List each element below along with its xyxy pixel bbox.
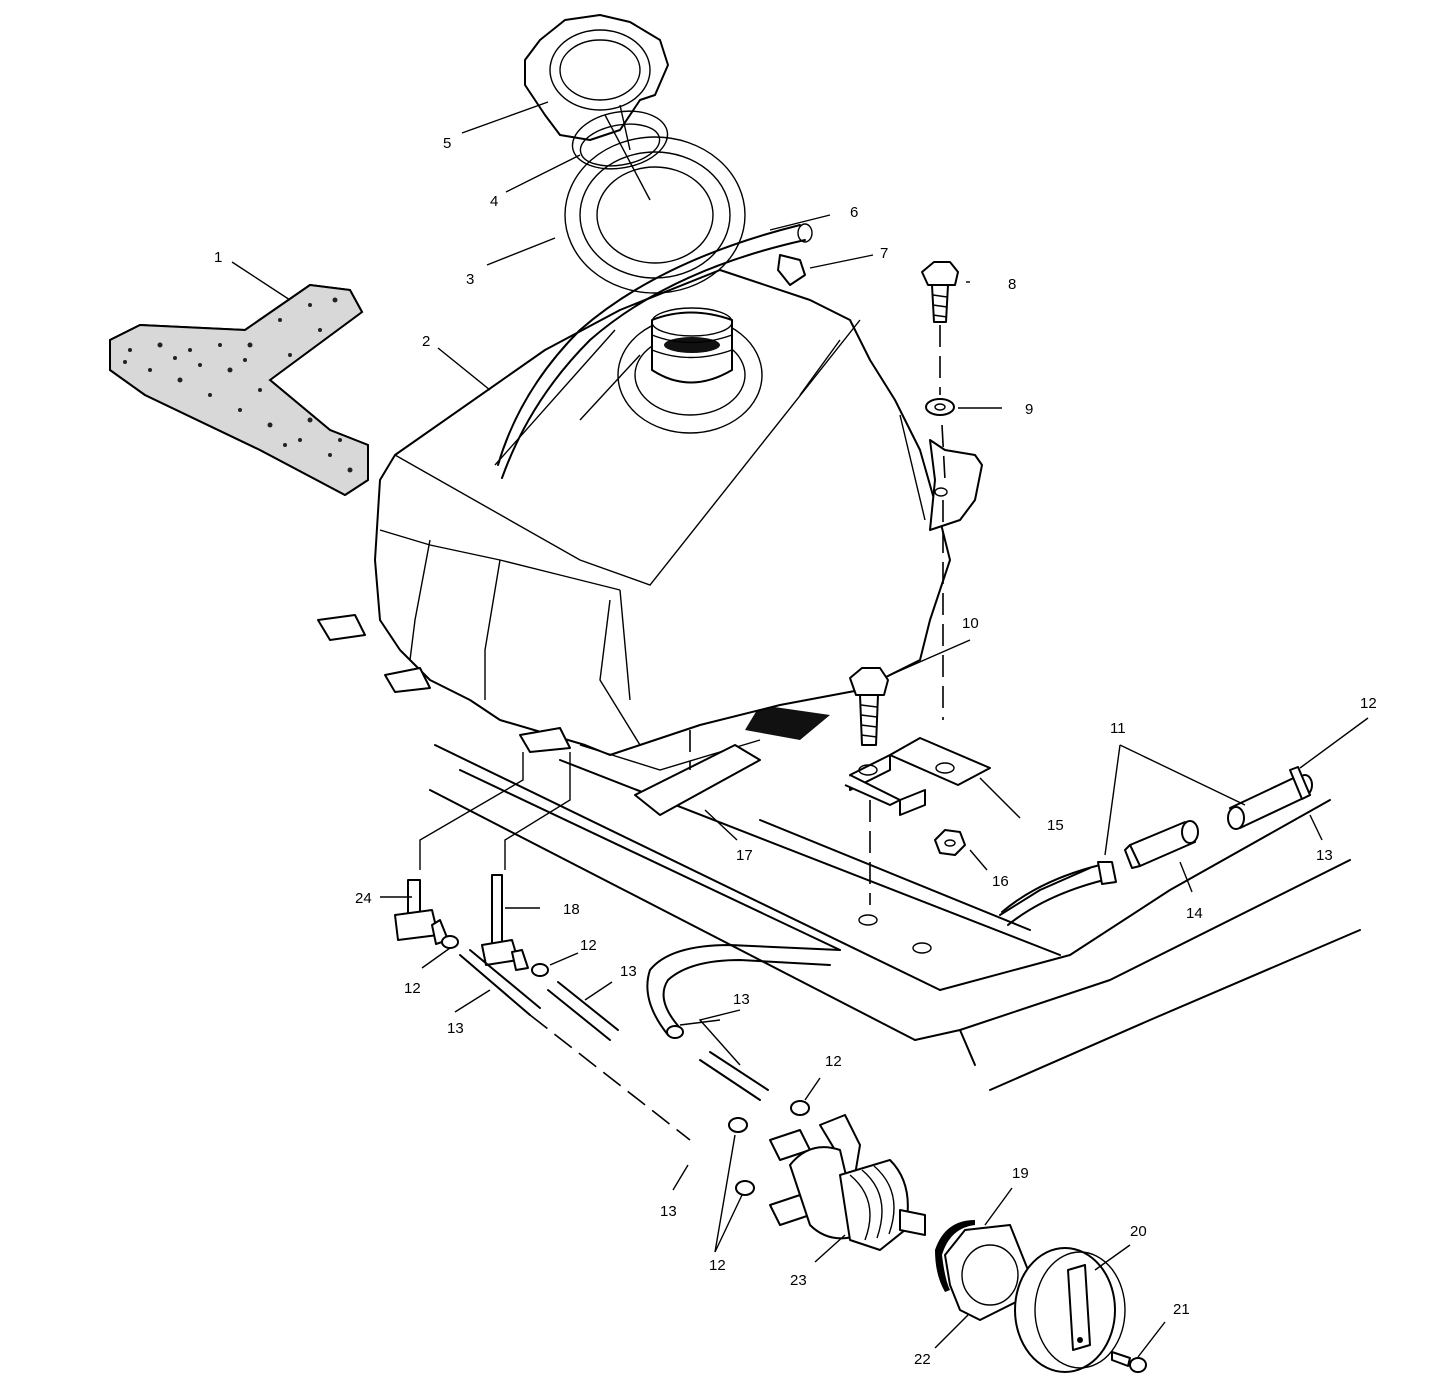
screw-21 [1111,1351,1147,1373]
fuel-cap [524,14,669,141]
leader-lines [231,101,1369,1358]
callout-12-mid: 12 [580,937,597,954]
callout-19: 19 [1012,1165,1029,1182]
callout-12-top: 12 [1360,695,1377,712]
cover-20 [1014,1247,1126,1373]
bolt-8 [921,261,959,720]
callout-1: 1 [214,249,222,266]
callout-13-bottom: 13 [660,1203,677,1220]
callout-4: 4 [490,193,498,210]
callout-20: 20 [1130,1223,1147,1240]
callout-16: 16 [992,873,1009,890]
callout-6: 6 [850,204,858,221]
callout-12-left: 12 [404,980,421,997]
nut-16 [934,829,966,856]
callout-18: 18 [563,901,580,918]
callout-15: 15 [1047,817,1064,834]
fuel-tank [317,269,983,771]
callout-12-valve: 12 [825,1053,842,1070]
callout-17: 17 [736,847,753,864]
gasket-19 [935,1220,975,1292]
callout-2: 2 [422,333,430,350]
callout-11: 11 [1110,720,1126,737]
petcock-23 [728,1100,926,1251]
callout-13-left: 13 [447,1020,464,1037]
callout-3: 3 [466,271,474,288]
callout-24: 24 [355,890,372,907]
callout-13-mid: 13 [620,963,637,980]
pad-17 [634,730,761,816]
callout-12-bottom: 12 [709,1257,726,1274]
callout-8: 8 [1008,276,1016,293]
callout-9: 9 [1025,401,1033,418]
callout-5: 5 [443,135,451,152]
callout-7: 7 [880,245,888,262]
callout-13-upper: 13 [733,991,750,1008]
bolt-10 [849,667,889,905]
frame-rails [429,705,1361,1091]
bracket-15 [844,737,991,816]
callout-14: 14 [1186,905,1203,922]
callout-labels: 1 2 3 4 5 6 7 8 9 10 11 12 13 14 15 16 1… [214,135,1377,1368]
callout-21: 21 [1173,1301,1190,1318]
callout-10: 10 [962,615,979,632]
fittings-18-24 [394,874,691,1141]
callout-22: 22 [914,1351,931,1368]
crossover-hose [646,944,841,1101]
callout-13-right: 13 [1316,847,1333,864]
callout-23: 23 [790,1272,807,1289]
foam-pad [109,283,369,497]
vent-hose [497,223,813,479]
fuel-filter-line [1001,766,1313,926]
